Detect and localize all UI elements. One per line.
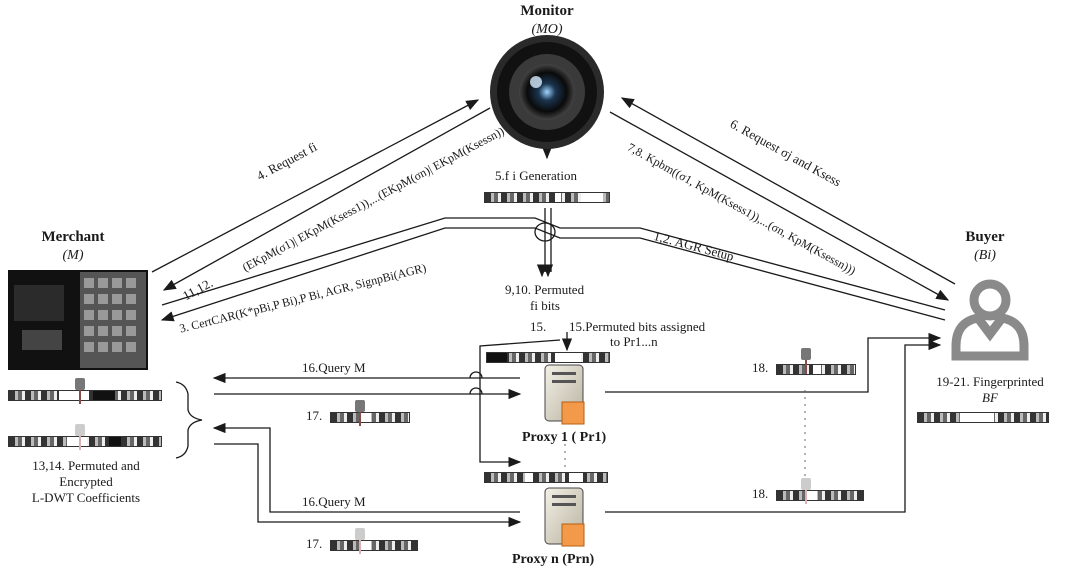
step19-sub-label: BF: [982, 390, 998, 405]
fingerprint-bar: [484, 472, 608, 483]
step13-label-b: Encrypted: [59, 474, 113, 489]
monitor-title: Monitor: [520, 3, 574, 19]
fingerprint-bar: [484, 192, 610, 203]
step17b-label: 17.: [306, 536, 323, 551]
step18b-label: 18.: [752, 486, 769, 501]
merchant-abbr: (M): [62, 248, 84, 263]
step15a-label: 15.: [530, 319, 547, 334]
buyer-abbr: (Bi): [974, 248, 996, 263]
merchant-image-icon: [8, 270, 148, 370]
step15b-label: 15.Permuted bits assigned: [569, 319, 706, 334]
merchant-title: Merchant: [41, 229, 105, 245]
coefficient-bar: [8, 436, 162, 447]
camera-icon: [490, 35, 604, 149]
key-icon: [354, 400, 366, 426]
step9-label: 9,10. Permuted: [505, 282, 585, 297]
key-icon: [800, 348, 812, 374]
query-label-n: 16.Query M: [302, 494, 366, 509]
key-icon: [354, 528, 366, 554]
step5-label: 5.f i Generation: [495, 168, 577, 183]
proxy-bar: [776, 364, 856, 375]
step15c-label: to Pr1...n: [610, 334, 658, 349]
buyer-icon: [951, 279, 1029, 361]
fingerprinted-bar: [917, 412, 1049, 423]
proxyn-label: Proxy n (Prn): [512, 552, 595, 567]
step13-label: 13,14. Permuted and: [32, 458, 140, 473]
query-bar: [330, 540, 418, 551]
server-icon: [544, 364, 585, 425]
query-label-1: 16.Query M: [302, 360, 366, 375]
buyer-title: Buyer: [965, 229, 1005, 245]
query-bar: [330, 412, 410, 423]
proxy1-label: Proxy 1 ( Pr1): [522, 430, 607, 445]
fingerprint-bar: [486, 352, 610, 363]
key-icon: [74, 378, 86, 404]
key-icon: [800, 478, 812, 504]
step19-label: 19-21. Fingerprinted: [936, 374, 1044, 389]
monitor-abbr: (MO): [531, 22, 563, 37]
key-icon: [74, 424, 86, 450]
step17a-label: 17.: [306, 408, 323, 423]
proxy-bar: [776, 490, 864, 501]
step9-sub-label: fi bits: [530, 298, 560, 313]
step13-label-c: L-DWT Coefficients: [31, 490, 141, 505]
server-icon: [544, 487, 585, 547]
step18a-label: 18.: [752, 360, 769, 375]
coefficient-bar: [8, 390, 162, 401]
